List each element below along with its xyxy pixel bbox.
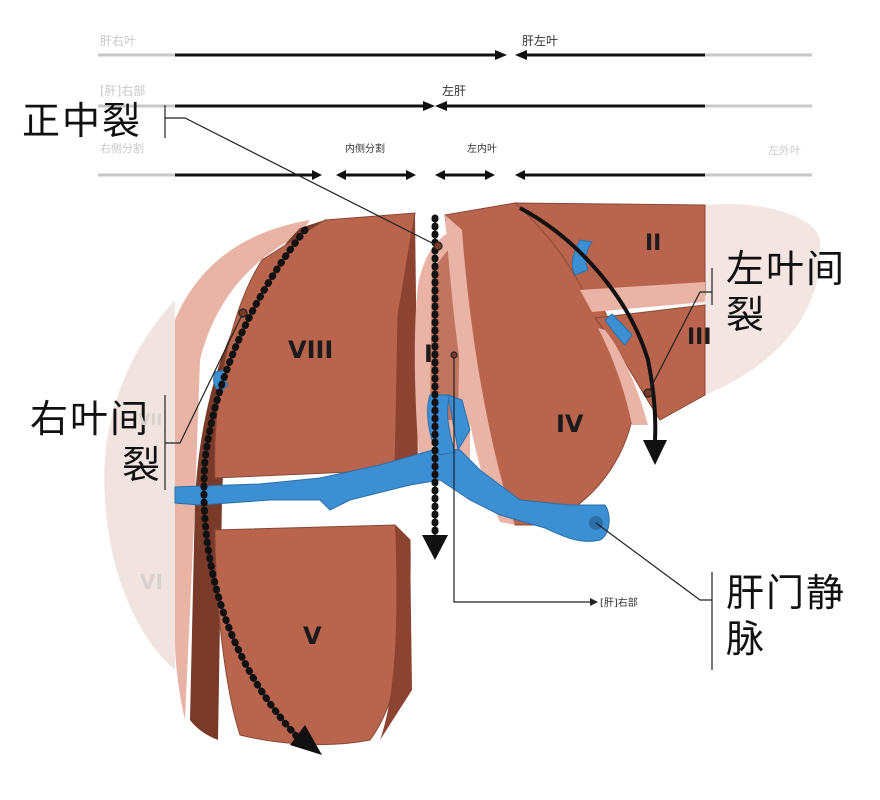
segment-label-v: V xyxy=(303,622,322,650)
label-left-interlobar-fissure-line1: 左叶间 xyxy=(726,247,847,291)
label-left-interlobar-fissure-line2: 裂 xyxy=(726,293,767,337)
label-right-section-header: 右侧分割 xyxy=(100,142,144,155)
label-left-medial-lobe-header: 左内叶 xyxy=(467,144,497,155)
left-interlobar-fissure-line xyxy=(519,206,667,465)
header-bar-row1 xyxy=(98,50,812,60)
callout-lines xyxy=(164,105,713,670)
label-portal-vein-line2: 脉 xyxy=(726,617,767,661)
right-interlobar-fissure-line xyxy=(200,226,322,755)
label-right-interlobar-fissure-line1: 右叶间 xyxy=(30,397,151,441)
header-bar-row3 xyxy=(98,170,812,180)
label-right-lobe-header: 肝右叶 xyxy=(100,34,137,48)
segment-label-vi: VI xyxy=(140,570,163,594)
segment-label-iii: III xyxy=(687,325,712,350)
label-right-part-small: [肝]右部 xyxy=(600,598,638,609)
header-bar-row2 xyxy=(98,101,812,111)
label-portal-vein-line1: 肝门静 xyxy=(726,571,847,615)
label-left-liver-header: 左肝 xyxy=(442,84,467,98)
label-medial-section-header: 内侧分割 xyxy=(345,144,385,155)
label-left-lobe-header: 肝左叶 xyxy=(522,34,559,48)
segment-label-ii: II xyxy=(645,231,662,256)
label-portal-vein: 肝门静 脉 xyxy=(726,570,846,662)
label-left-interlobar-fissure: 左叶间 裂 xyxy=(726,246,846,338)
label-left-lateral-lobe-header: 左外叶 xyxy=(768,144,801,157)
label-right-part-header: [肝]右部 xyxy=(100,84,146,98)
segment-label-viii: VIII xyxy=(288,336,334,364)
segment-label-iv: IV xyxy=(556,410,584,438)
label-right-interlobar-fissure: 右叶间 裂 xyxy=(30,396,162,488)
label-median-fissure: 正中裂 xyxy=(22,99,143,143)
segment-label-vii: VII xyxy=(138,410,163,429)
liver-ghost-outline xyxy=(104,204,821,670)
median-fissure-line xyxy=(422,214,448,560)
label-right-interlobar-fissure-line2: 裂 xyxy=(122,443,163,487)
segment-label-i: I xyxy=(424,340,433,368)
